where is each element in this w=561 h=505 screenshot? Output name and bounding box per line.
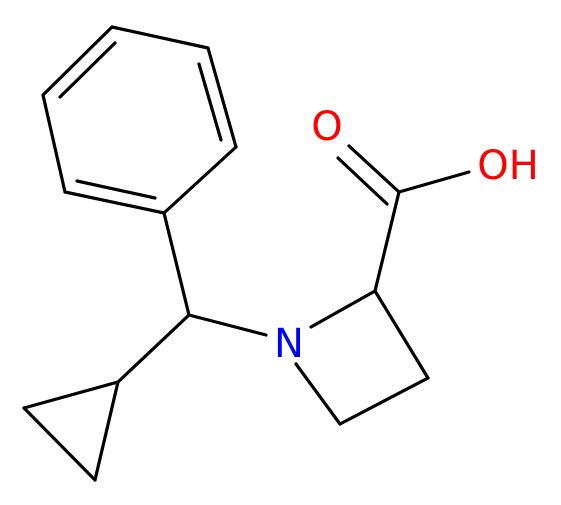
carbonyl-oxygen-label: O xyxy=(311,104,342,150)
bond xyxy=(294,362,342,426)
aromatic-bond xyxy=(75,179,157,200)
bond xyxy=(373,190,401,293)
cyclopropyl-ring xyxy=(22,380,120,482)
bond xyxy=(162,145,238,215)
bond xyxy=(206,46,238,149)
nitrogen-label: N xyxy=(274,321,304,367)
azetidine-ring xyxy=(294,289,430,426)
phenyl-ring xyxy=(41,25,238,215)
bond xyxy=(110,25,210,50)
carbonyl-bond xyxy=(347,144,401,194)
bond xyxy=(309,289,377,329)
bond xyxy=(22,380,120,410)
bond xyxy=(22,406,97,482)
bond xyxy=(338,376,430,426)
bond xyxy=(41,93,67,194)
bond xyxy=(162,211,191,317)
bond xyxy=(187,313,268,337)
aromatic-bond xyxy=(197,62,223,142)
bond xyxy=(373,289,430,380)
bond xyxy=(397,170,471,194)
bond xyxy=(93,380,120,482)
bond xyxy=(41,25,114,97)
aromatic-bond xyxy=(58,41,117,99)
hydroxyl-label: OH xyxy=(477,143,539,189)
carbonyl-bond xyxy=(336,156,389,206)
bond xyxy=(116,313,191,384)
bond xyxy=(63,190,166,215)
